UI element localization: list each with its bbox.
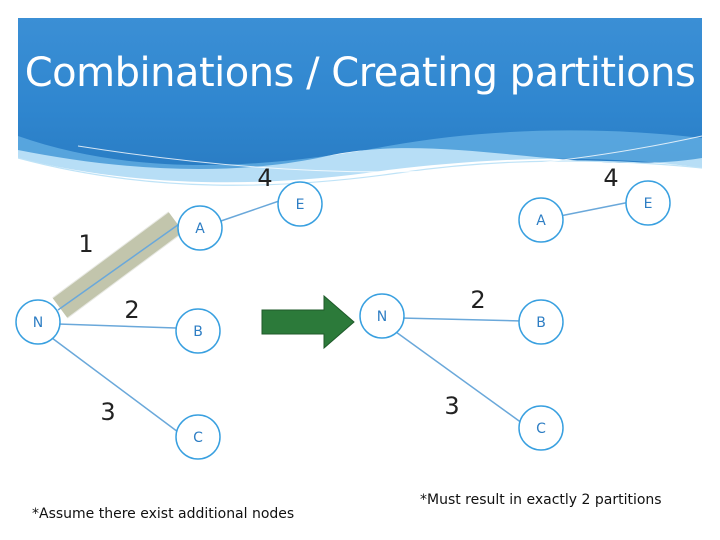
svg-text:C: C bbox=[536, 421, 546, 437]
edge-n-b-left bbox=[57, 323, 177, 329]
weight-n-a-left: 1 bbox=[78, 230, 93, 258]
title-banner bbox=[18, 18, 702, 186]
node-e-left: E bbox=[277, 181, 323, 227]
node-n-right: N bbox=[359, 293, 405, 339]
slide-title: Combinations / Creating partitions bbox=[24, 50, 696, 96]
svg-text:N: N bbox=[377, 309, 387, 325]
edge-n-c-right bbox=[395, 331, 527, 427]
edge-a-e-right bbox=[559, 201, 631, 217]
transform-arrow bbox=[261, 294, 355, 350]
weight-a-e-right: 4 bbox=[603, 164, 618, 192]
node-e-right: E bbox=[625, 180, 671, 226]
node-n-left: N bbox=[15, 299, 61, 345]
edge-n-c-left bbox=[51, 337, 179, 433]
node-a-right: A bbox=[518, 197, 564, 243]
node-b-left: B bbox=[175, 308, 221, 354]
svg-text:E: E bbox=[296, 197, 305, 213]
edge-n-a-left bbox=[57, 221, 183, 311]
node-c-left: C bbox=[175, 414, 221, 460]
svg-text:A: A bbox=[536, 213, 546, 229]
weight-n-c-right: 3 bbox=[444, 392, 459, 420]
weight-n-b-left: 2 bbox=[124, 296, 139, 324]
svg-text:C: C bbox=[193, 430, 203, 446]
edge-n-b-right bbox=[399, 317, 523, 322]
weight-n-b-right: 2 bbox=[470, 286, 485, 314]
note-right: *Must result in exactly 2 partitions bbox=[420, 492, 662, 508]
node-c-right: C bbox=[518, 405, 564, 451]
highlight-edge-n-a-outline bbox=[52, 211, 184, 319]
highlight-edge-n-a bbox=[52, 212, 184, 318]
node-a-left: A bbox=[177, 205, 223, 251]
svg-text:B: B bbox=[193, 324, 203, 340]
svg-text:N: N bbox=[33, 315, 43, 331]
svg-text:B: B bbox=[536, 315, 546, 331]
svg-text:E: E bbox=[644, 196, 653, 212]
note-left: *Assume there exist additional nodes bbox=[32, 506, 295, 522]
weight-a-e-left: 4 bbox=[257, 164, 272, 192]
node-b-right: B bbox=[518, 299, 564, 345]
svg-text:A: A bbox=[195, 221, 205, 237]
edge-a-e-left bbox=[217, 199, 283, 223]
weight-n-c-left: 3 bbox=[100, 398, 115, 426]
